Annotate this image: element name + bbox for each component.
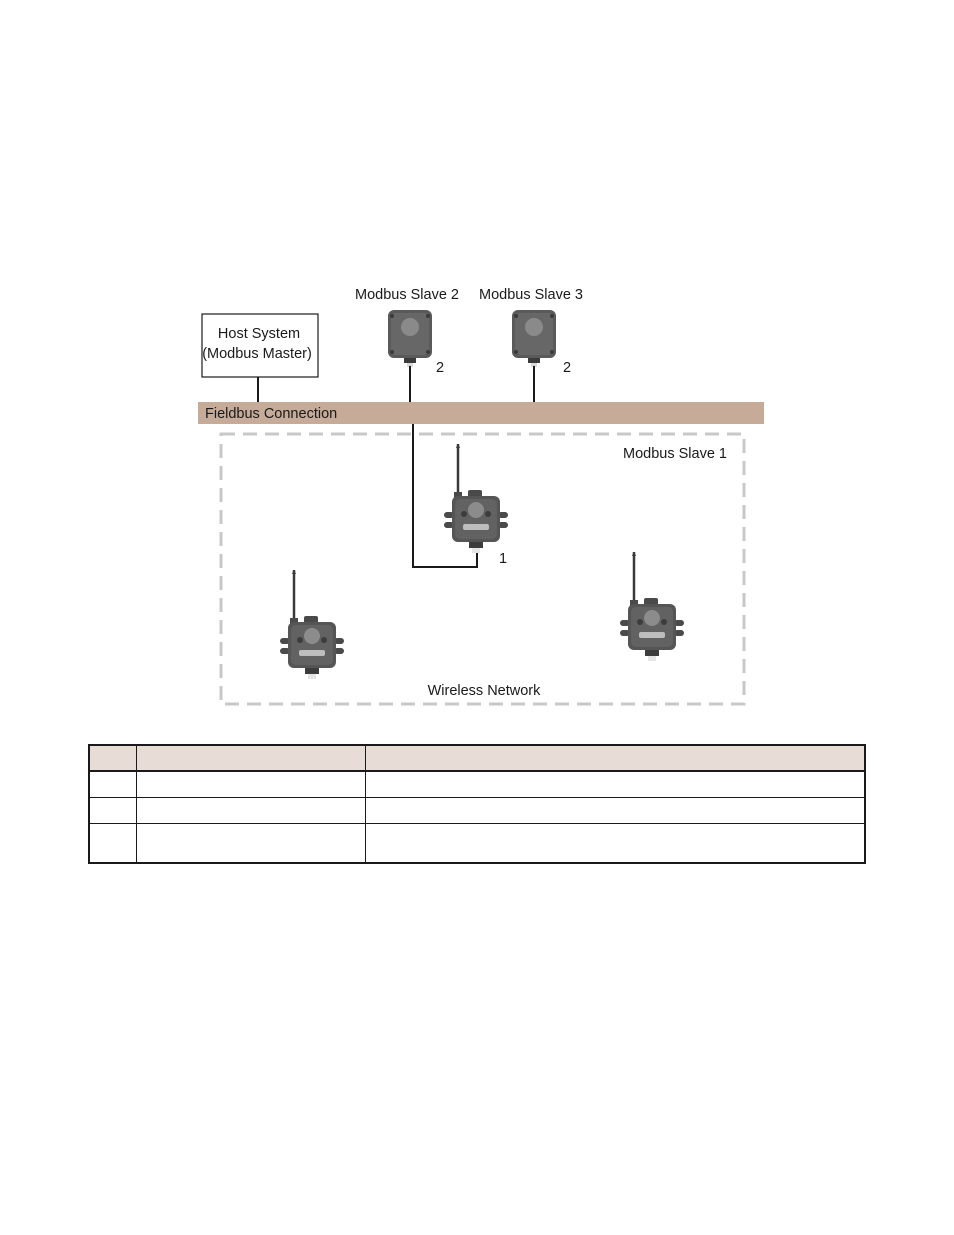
table-cell [88,822,137,864]
wired-sensor-icon [388,310,432,367]
table-cell [136,796,366,824]
wired-sensor-icon [512,310,556,367]
callout-slave1: 1 [499,551,507,567]
wireless-node-icon [442,442,510,555]
network-diagram: Host System (Modbus Master) Modbus Slave… [198,287,764,706]
table-cell [88,796,137,824]
table-cell [88,770,137,798]
fieldbus-bar [198,402,764,424]
table-cell [136,822,366,864]
wireless-network-label: Wireless Network [428,683,542,699]
table-row [88,770,866,798]
table-cell [365,796,866,824]
slave1-connection-line [412,424,478,568]
host-system-box [201,313,319,378]
table-cell [365,822,866,864]
table-header-cell [365,744,866,772]
wireless-node-icon [618,550,686,663]
callout-slave2: 2 [436,360,444,376]
table-header-cell [136,744,366,772]
fieldbus-label: Fieldbus Connection [205,406,337,422]
wireless-node-icon [278,568,346,681]
slave1-label: Modbus Slave 1 [623,446,727,462]
host-system-label-line2: (Modbus Master) [202,346,312,362]
table-cell [136,770,366,798]
table-header-cell [88,744,137,772]
table-row [88,796,866,824]
slave3-label: Modbus Slave 3 [479,287,583,303]
slave2-label: Modbus Slave 2 [355,287,459,303]
callout-slave3: 2 [563,360,571,376]
host-system-label-line1: Host System [218,326,300,342]
table-cell [365,770,866,798]
table-row [88,822,866,864]
legend-table [88,744,866,864]
table-header-row [88,744,866,772]
